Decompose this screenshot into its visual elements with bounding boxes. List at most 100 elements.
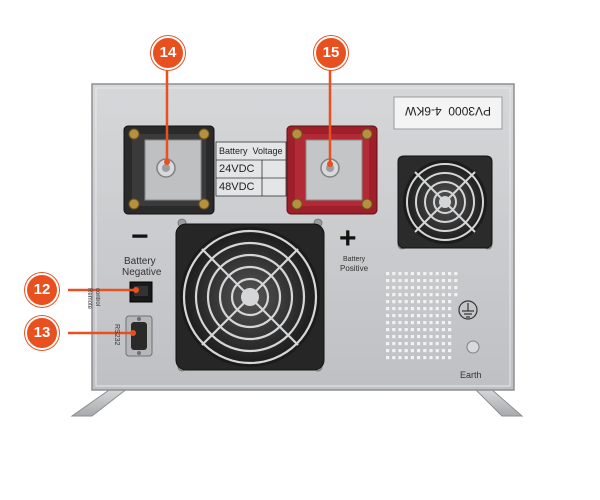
vent-hole	[417, 342, 421, 346]
vent-hole	[398, 349, 402, 353]
vent-hole	[435, 321, 439, 325]
callout-13: 13	[25, 316, 59, 350]
vent-hole	[423, 307, 427, 311]
vent-hole	[429, 328, 433, 332]
vent-hole	[398, 279, 402, 283]
vent-hole	[429, 307, 433, 311]
vent-hole	[392, 356, 396, 360]
vent-hole	[410, 314, 414, 318]
battery-voltage-48vdc: 48VDC	[219, 181, 255, 193]
vent-hole	[398, 286, 402, 290]
vent-hole	[398, 321, 402, 325]
vent-hole	[448, 356, 452, 360]
vent-hole	[423, 321, 427, 325]
vent-hole	[404, 314, 408, 318]
vent-hole	[392, 300, 396, 304]
vent-hole	[417, 279, 421, 283]
vent-hole	[441, 342, 445, 346]
vent-hole	[392, 335, 396, 339]
model-label: PV3000 4-6KW	[404, 104, 492, 118]
vent-hole	[417, 335, 421, 339]
vent-hole	[429, 321, 433, 325]
vent-hole	[404, 286, 408, 290]
vent-hole	[404, 356, 408, 360]
vent-hole	[448, 328, 452, 332]
vent-hole	[386, 349, 390, 353]
vent-hole	[417, 321, 421, 325]
vent-hole	[429, 300, 433, 304]
vent-hole	[448, 286, 452, 290]
vent-hole	[404, 272, 408, 276]
positive-terminal	[286, 125, 378, 215]
vent-hole	[441, 349, 445, 353]
vent-hole	[448, 349, 452, 353]
vent-hole	[386, 272, 390, 276]
vent-hole	[392, 279, 396, 283]
vent-hole	[392, 349, 396, 353]
vent-hole	[386, 314, 390, 318]
vent-hole	[448, 300, 452, 304]
vent-hole	[441, 307, 445, 311]
vent-hole	[392, 286, 396, 290]
vent-hole	[441, 300, 445, 304]
vent-hole	[417, 328, 421, 332]
vent-hole	[386, 293, 390, 297]
earth-label: Earth	[460, 370, 482, 380]
vent-hole	[448, 321, 452, 325]
vent-holes	[386, 272, 458, 360]
vent-hole	[423, 328, 427, 332]
vent-hole	[410, 356, 414, 360]
vent-hole	[441, 286, 445, 290]
vent-hole	[429, 279, 433, 283]
vent-hole	[423, 272, 427, 276]
vent-hole	[392, 321, 396, 325]
model-sticker	[393, 96, 503, 130]
vent-hole	[392, 307, 396, 311]
vent-hole	[417, 300, 421, 304]
callout-leader-dots	[130, 159, 333, 336]
battery-voltage-header: Battery Voltage	[219, 146, 283, 156]
vent-hole	[386, 286, 390, 290]
vent-hole	[410, 349, 414, 353]
vent-hole	[417, 272, 421, 276]
vent-hole	[441, 314, 445, 318]
vent-hole	[417, 293, 421, 297]
vent-hole	[429, 293, 433, 297]
vent-hole	[392, 293, 396, 297]
callout-15: 15	[314, 36, 348, 70]
vent-hole	[417, 356, 421, 360]
vent-hole	[417, 307, 421, 311]
vent-hole	[435, 335, 439, 339]
vent-hole	[435, 279, 439, 283]
vent-hole	[423, 279, 427, 283]
vent-hole	[423, 349, 427, 353]
vent-hole	[435, 272, 439, 276]
vent-hole	[404, 307, 408, 311]
left-foot	[70, 387, 130, 417]
vent-hole	[404, 321, 408, 325]
vent-hole	[417, 286, 421, 290]
vent-hole	[448, 314, 452, 318]
vent-hole	[410, 307, 414, 311]
vent-hole	[417, 314, 421, 318]
battery-negative-label-line1: Battery	[124, 256, 156, 267]
vent-hole	[435, 356, 439, 360]
vent-hole	[441, 293, 445, 297]
vent-hole	[404, 349, 408, 353]
remote-control-label-line2: control	[94, 288, 100, 307]
battery-voltage-24vdc: 24VDC	[219, 163, 255, 175]
vent-hole	[423, 314, 427, 318]
vent-hole	[392, 342, 396, 346]
vent-hole	[404, 342, 408, 346]
vent-hole	[435, 314, 439, 318]
negative-symbol: −	[131, 220, 149, 253]
battery-positive-label-line2: Positive	[340, 264, 369, 273]
vent-hole	[423, 286, 427, 290]
vent-hole	[454, 293, 458, 297]
remote-control-port	[129, 281, 153, 303]
vent-hole	[398, 356, 402, 360]
vent-hole	[398, 300, 402, 304]
vent-hole	[410, 342, 414, 346]
vent-hole	[398, 342, 402, 346]
vent-hole	[454, 279, 458, 283]
